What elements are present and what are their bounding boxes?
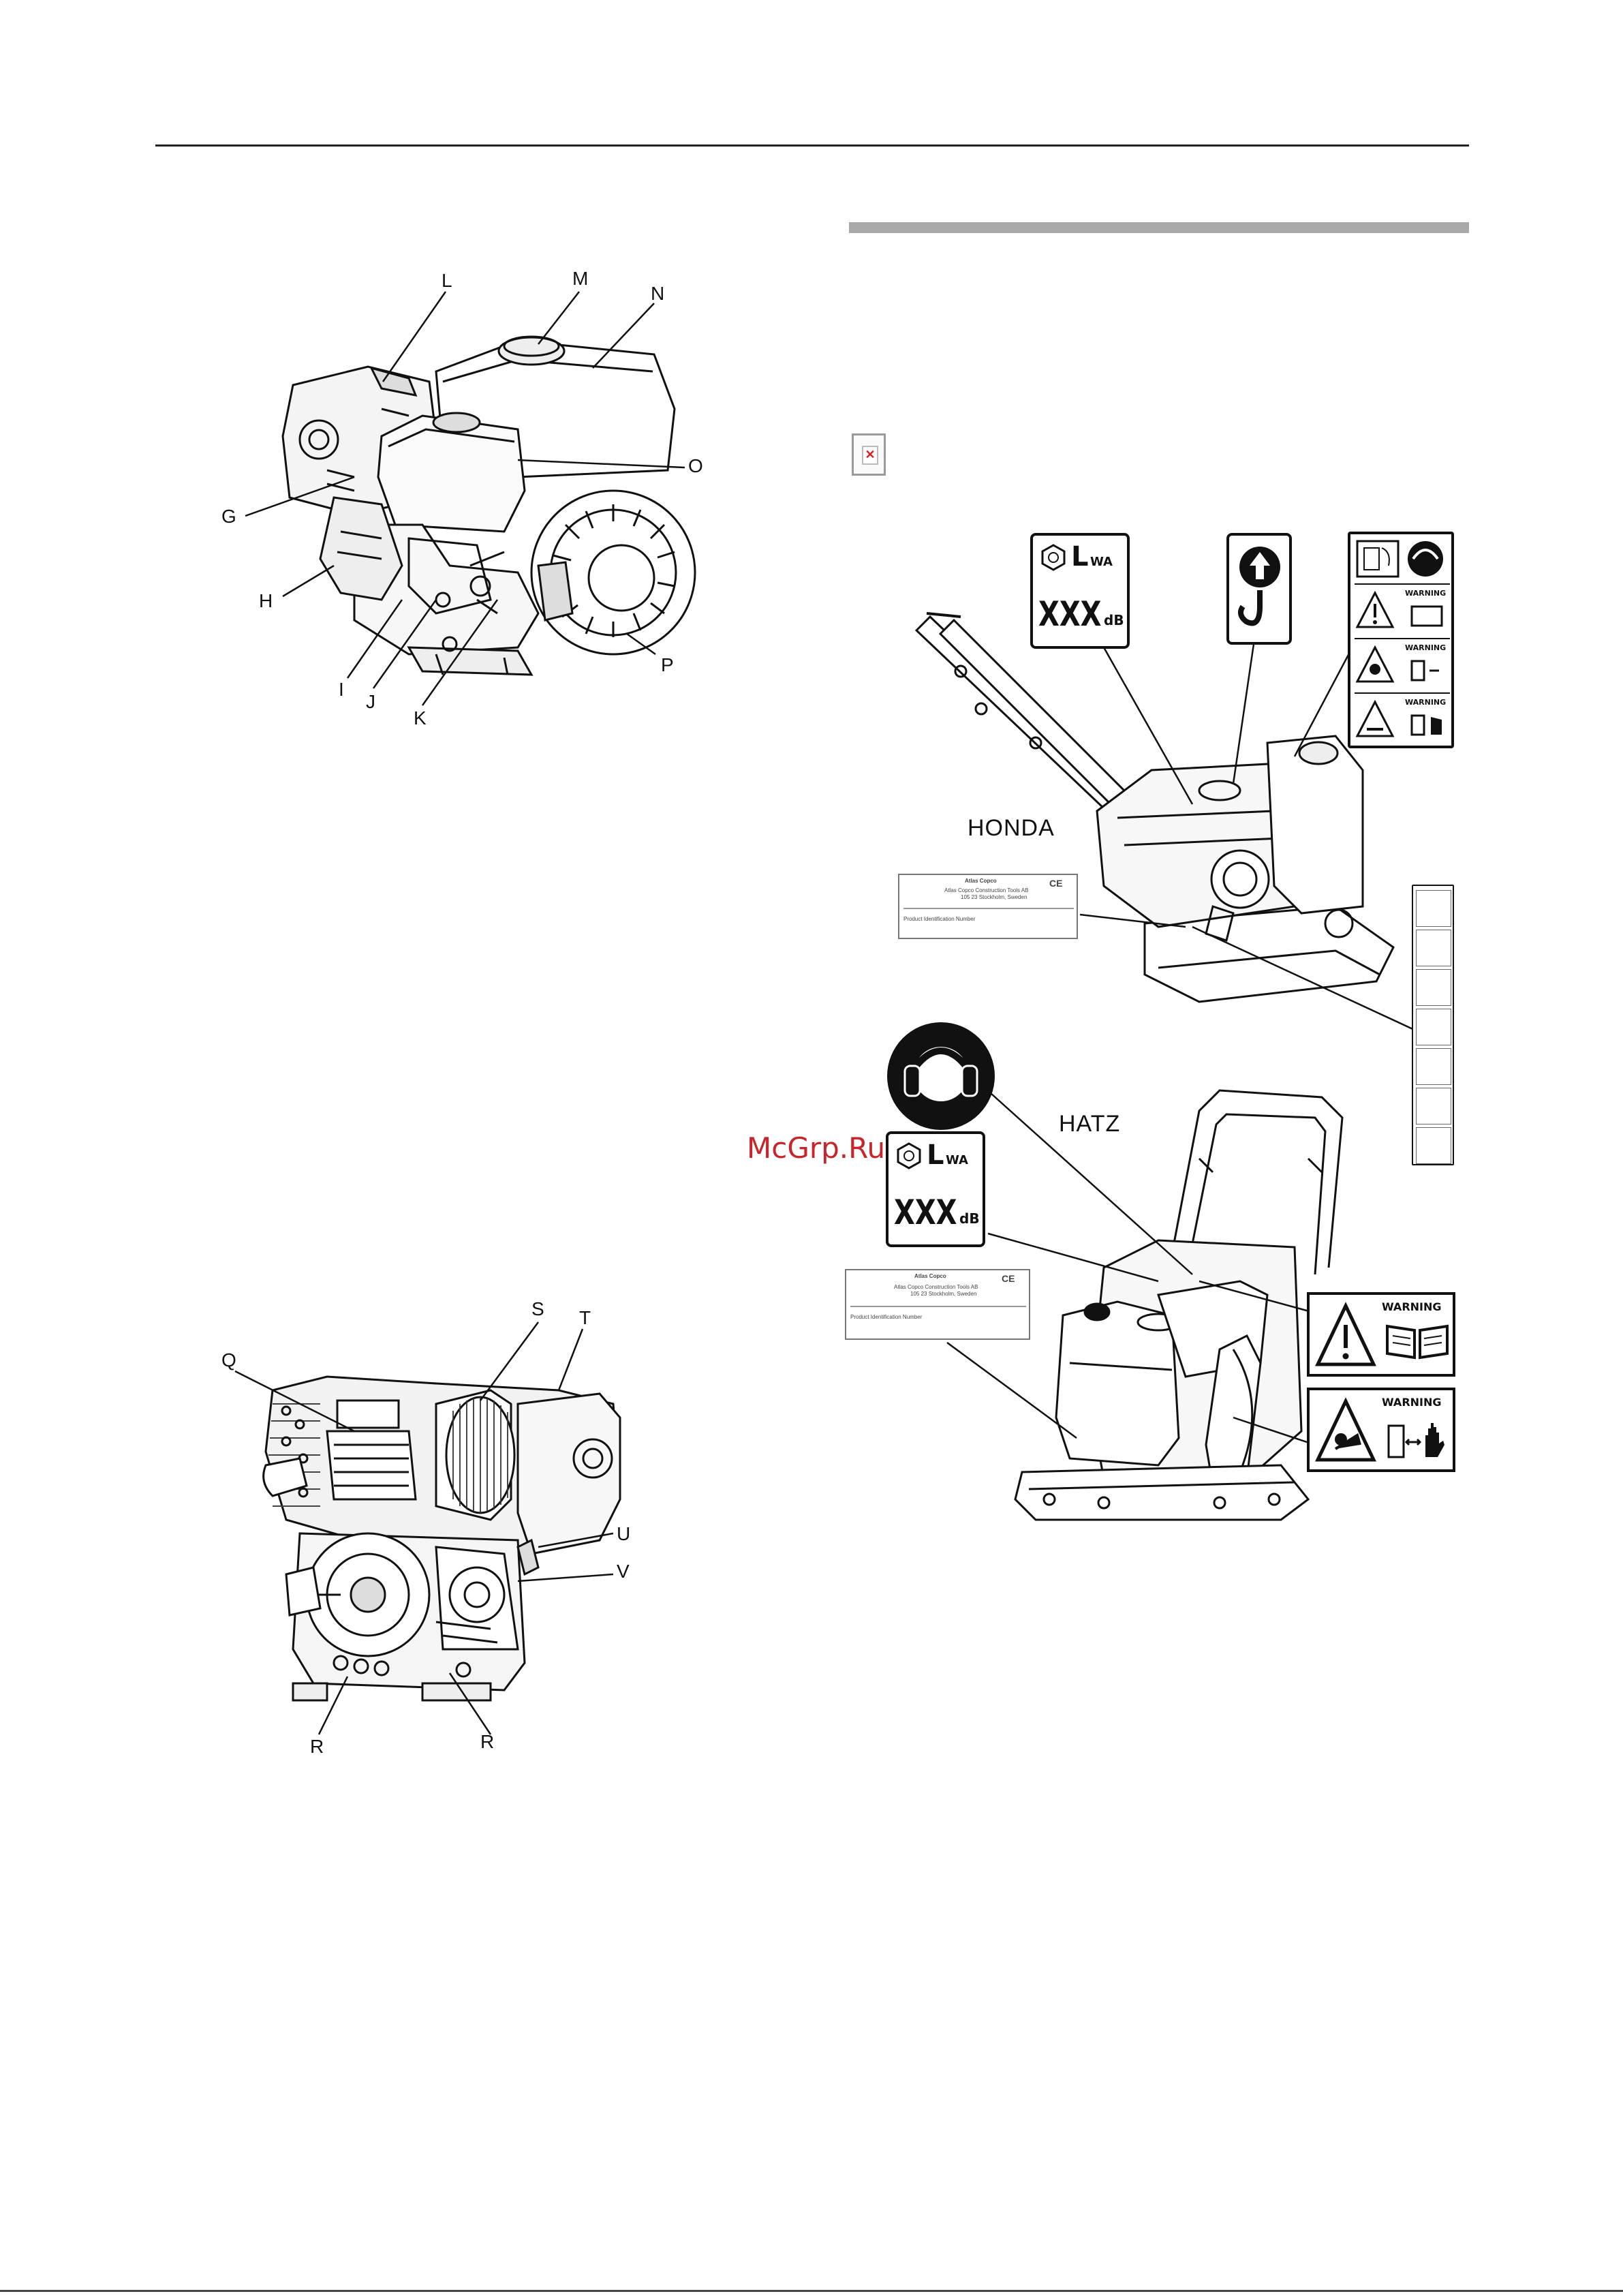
label-O: O: [688, 455, 703, 476]
noise-level-decal-hatz: L WA XXX dB: [886, 1131, 985, 1247]
plate-address: 105 23 Stockholm, Sweden: [961, 894, 1027, 900]
crush-hazard-icon: [1355, 645, 1439, 683]
label-L: L: [442, 270, 452, 291]
ear-protection-icon: [887, 1022, 995, 1130]
label-M: M: [572, 268, 589, 289]
broken-image-x: ✕: [862, 446, 878, 465]
broken-image-icon: ✕: [852, 433, 886, 476]
warning-word: WARNING: [1382, 1396, 1442, 1409]
label-T: T: [579, 1307, 591, 1328]
data-plate-hatz: Atlas Copco CE Atlas Copco Construction …: [845, 1269, 1030, 1340]
lwa-symbol: L: [1071, 541, 1089, 572]
plate-logo: Atlas Copco: [914, 1273, 946, 1279]
warning-manual-decal: WARNING: [1307, 1292, 1455, 1377]
label-H: H: [259, 590, 273, 611]
plate-company: Atlas Copco Construction Tools AB: [894, 1284, 978, 1290]
label-K: K: [414, 707, 427, 729]
hand-stop-icon: [1387, 1423, 1444, 1458]
noise-level-decal-honda: L WA XXX dB: [1030, 533, 1130, 649]
lwa-value: XXX: [1038, 594, 1102, 634]
crush-hazard-icon: [1315, 1397, 1376, 1462]
label-S: S: [531, 1298, 544, 1319]
manual-book-icon: [1386, 1324, 1449, 1360]
plate-ce: CE: [1049, 878, 1063, 889]
label-J: J: [366, 691, 375, 712]
plate-product-id: Product Identification Number: [903, 916, 976, 922]
fuel-and-ear-icons: [1356, 540, 1443, 578]
machine-label-honda: HONDA: [968, 815, 1055, 841]
warning-word-2: WARNING: [1405, 643, 1447, 652]
warning-triangle-icon: [1355, 590, 1443, 628]
warning-triangle-icon: [1315, 1302, 1376, 1366]
label-G: G: [221, 506, 236, 527]
hand-stop-icon: [1355, 699, 1442, 737]
lifting-point-decal: [1226, 533, 1292, 645]
warning-word-3: WARNING: [1405, 698, 1447, 707]
speaker-icon: [897, 1142, 921, 1169]
lwa-unit: dB: [959, 1210, 980, 1227]
plate-address: 105 23 Stockholm, Sweden: [910, 1291, 977, 1297]
label-V: V: [617, 1561, 630, 1582]
label-Q: Q: [221, 1349, 236, 1371]
plate-product-id: Product Identification Number: [850, 1314, 923, 1320]
top-rule: [155, 144, 1469, 147]
lwa-subscript: WA: [946, 1153, 968, 1167]
warning-word: WARNING: [1382, 1300, 1442, 1313]
lwa-symbol: L: [927, 1139, 944, 1171]
speaker-icon: [1041, 544, 1066, 571]
bottom-rule: [0, 2290, 1623, 2292]
label-N: N: [651, 283, 665, 304]
data-plate-honda: Atlas Copco CE Atlas Copco Construction …: [898, 874, 1078, 939]
label-R-right: R: [480, 1731, 495, 1752]
section-header-bar: [849, 222, 1469, 233]
safety-decal-stack-honda: WARNING WARNING WARNING: [1348, 532, 1454, 748]
warning-crush-decal: WARNING: [1307, 1388, 1455, 1472]
plate-ce: CE: [1002, 1273, 1015, 1284]
label-R-left: R: [310, 1736, 324, 1757]
lwa-value: XXX: [894, 1193, 957, 1232]
label-I: I: [339, 679, 344, 700]
label-P: P: [661, 654, 674, 675]
plate-company: Atlas Copco Construction Tools AB: [944, 887, 1029, 893]
instruction-strip: [1412, 885, 1454, 1165]
lwa-unit: dB: [1104, 612, 1124, 628]
machine-label-hatz: HATZ: [1059, 1111, 1121, 1137]
lwa-subscript: WA: [1090, 555, 1113, 569]
warning-word-1: WARNING: [1405, 589, 1447, 598]
watermark: McGrp.Ru: [747, 1131, 886, 1165]
lifting-hook-icon: [1237, 547, 1280, 626]
label-U: U: [617, 1523, 631, 1544]
plate-logo: Atlas Copco: [965, 878, 997, 884]
